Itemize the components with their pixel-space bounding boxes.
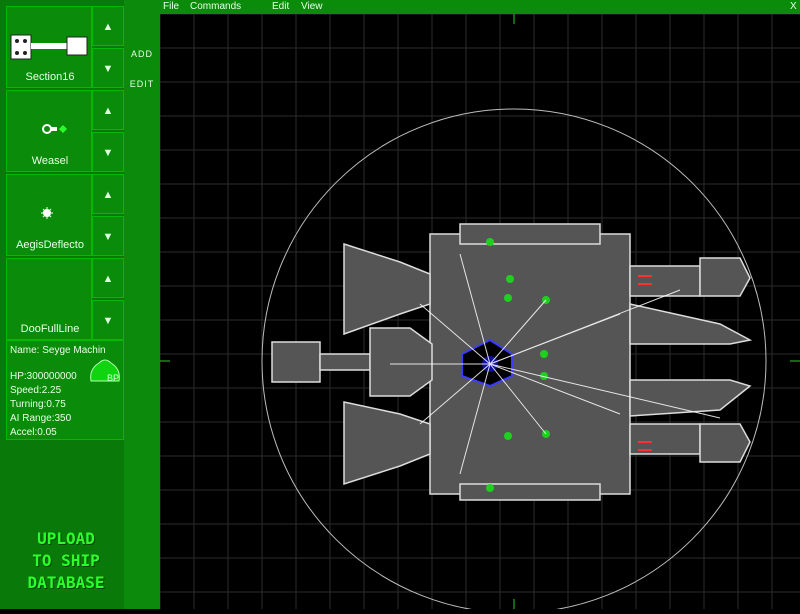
- part-down-button[interactable]: ▼: [92, 48, 124, 88]
- sidebar-notch: [124, 0, 160, 609]
- sidebar: Section16 ▲ ▼ Weasel ▲ ▼ AegisDeflecto: [0, 0, 160, 609]
- forward-module[interactable]: [369, 327, 433, 397]
- weapon-mounts: [486, 238, 550, 492]
- section-part-icon: [10, 34, 88, 60]
- part-slot-doo-full-line[interactable]: DooFullLine: [6, 258, 92, 340]
- weapon-mount[interactable]: [486, 484, 494, 492]
- bp-badge: BP: [107, 373, 119, 383]
- part-slot-aegis-deflector[interactable]: AegisDeflecto: [6, 174, 92, 256]
- part-label: Section16: [25, 71, 75, 83]
- edit-mode-button[interactable]: EDIT: [126, 70, 158, 98]
- upload-line-2: TO SHIP: [32, 551, 100, 570]
- editor-grid[interactable]: [159, 13, 800, 614]
- ship-ai-range: AI Range:350: [10, 413, 72, 424]
- upload-to-ship-database-button[interactable]: UPLOAD TO SHIP DATABASE: [10, 528, 122, 600]
- part-label: DooFullLine: [20, 323, 80, 335]
- ship-top-plate[interactable]: [459, 223, 601, 245]
- ship-name: Name: Seyge Machin: [10, 345, 106, 356]
- ship-section16[interactable]: [271, 341, 321, 383]
- engine-top-right-nozzle[interactable]: [699, 257, 751, 297]
- weapon-mount[interactable]: [504, 294, 512, 302]
- engine-top-right[interactable]: [629, 265, 701, 297]
- thruster-top-left[interactable]: [343, 242, 431, 336]
- menu-file[interactable]: File: [163, 1, 180, 12]
- part-up-button[interactable]: ▲: [92, 6, 124, 46]
- weapon-mount[interactable]: [486, 238, 494, 246]
- ship-accel: Accel:0.05: [10, 427, 57, 438]
- wing-top-right[interactable]: [629, 303, 753, 345]
- weapon-mount[interactable]: [506, 275, 514, 283]
- part-label: Weasel: [31, 155, 69, 167]
- wing-bottom-right[interactable]: [629, 379, 752, 417]
- part-label: AegisDeflecto: [16, 239, 84, 251]
- part-slot-weasel[interactable]: Weasel: [6, 90, 92, 172]
- ship-speed: Speed:2.25: [10, 385, 62, 396]
- part-slot-section16[interactable]: Section16: [6, 6, 92, 88]
- ship-hp: HP:300000000: [10, 371, 77, 382]
- aegis-deflector-part-icon: [41, 207, 53, 219]
- upload-line-1: UPLOAD: [37, 529, 95, 548]
- part-up-button[interactable]: ▲: [92, 258, 124, 298]
- part-down-button[interactable]: ▼: [92, 300, 124, 340]
- thruster-bottom-left[interactable]: [343, 401, 431, 486]
- upload-line-3: DATABASE: [27, 573, 105, 592]
- menu-commands[interactable]: Commands: [190, 1, 242, 12]
- part-up-button[interactable]: ▲: [92, 90, 124, 130]
- menu-edit[interactable]: Edit: [272, 1, 290, 12]
- weapon-mount[interactable]: [540, 372, 548, 380]
- engine-exhausts: [638, 275, 652, 451]
- ship-turning: Turning:0.75: [10, 399, 66, 410]
- firing-arcs: [390, 253, 721, 475]
- ship-bottom-plate[interactable]: [459, 483, 601, 501]
- engine-bottom-right-nozzle[interactable]: [699, 423, 751, 463]
- close-button[interactable]: X: [790, 1, 797, 12]
- weasel-part-icon: [42, 124, 67, 134]
- part-down-button[interactable]: ▼: [92, 132, 124, 172]
- blueprint-icon[interactable]: BP: [87, 355, 123, 385]
- weapon-mount[interactable]: [504, 432, 512, 440]
- part-up-button[interactable]: ▲: [92, 174, 124, 214]
- menu-bar: File Commands Edit View X: [160, 0, 800, 14]
- ship-stats-panel: Name: Seyge Machin HP:300000000 Speed:2.…: [6, 340, 124, 440]
- weapon-mount[interactable]: [540, 350, 548, 358]
- menu-view[interactable]: View: [301, 1, 323, 12]
- part-down-button[interactable]: ▼: [92, 216, 124, 256]
- connector-left[interactable]: [319, 353, 371, 371]
- add-mode-button[interactable]: ADD: [126, 40, 158, 68]
- ship-editor-canvas[interactable]: [159, 13, 800, 614]
